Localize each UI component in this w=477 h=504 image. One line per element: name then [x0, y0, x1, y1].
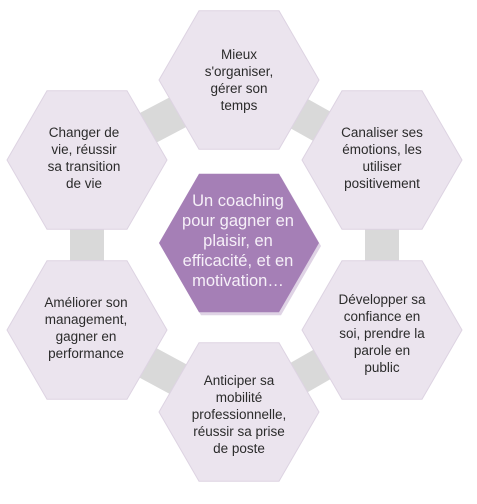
outer-hexagons: [6, 10, 463, 482]
label-text: Développer sa confiance en soi, prendre …: [338, 291, 425, 376]
outer-hexagon-mobilite: [158, 342, 320, 482]
label-line: confiance en: [343, 308, 421, 324]
label-text: Anticiper sa mobilité professionnelle, r…: [192, 372, 287, 457]
label-line: vie, réussir: [51, 142, 117, 157]
hex-label-organisation: Mieux s'organiser, gérer son temps: [181, 22, 297, 138]
label-line: mobilité: [215, 389, 263, 405]
label-line: sa transition: [47, 159, 121, 174]
label-text: Améliorer son management, gagner en perf…: [44, 294, 127, 362]
hex-label-mobilite: Anticiper sa mobilité professionnelle, r…: [175, 356, 303, 472]
label-line: Mieux: [220, 47, 257, 62]
outer-hexagon-management: [6, 260, 168, 400]
outer-hexagon-emotions: [301, 90, 463, 230]
hex-label-confiance: Développer sa confiance en soi, prendre …: [321, 268, 443, 398]
hex-label-management: Améliorer son management, gagner en perf…: [22, 270, 150, 386]
center-label-line: efficacité, et en: [182, 252, 294, 270]
label-line: performance: [48, 346, 124, 361]
outer-hexagon-transition: [6, 90, 168, 230]
label-line: émotions, les: [342, 142, 422, 157]
label-text: Canaliser ses émotions, les utiliser pos…: [341, 124, 423, 192]
label-line: public: [364, 359, 400, 375]
label-line: Canaliser ses: [341, 125, 423, 140]
center-label-line: plaisir, en: [203, 232, 273, 250]
label-text: Changer de vie, réussir sa transition de…: [48, 124, 121, 192]
label-line: de vie: [65, 176, 102, 191]
label-line: Changer de: [48, 125, 120, 140]
label-line: gérer son: [210, 81, 268, 96]
hex-label-emotions: Canaliser ses émotions, les utiliser pos…: [321, 100, 443, 216]
label-line: Améliorer son: [44, 295, 128, 310]
label-line: utiliser: [362, 159, 402, 174]
center-label-line: Un coaching: [192, 192, 284, 210]
label-line: parole en: [353, 342, 411, 358]
center-hex-label: Un coaching pour gagner en plaisir, en e…: [160, 178, 316, 304]
label-line: Anticiper sa: [203, 372, 275, 388]
label-line: gagner en: [55, 329, 117, 344]
outer-hexagon-organisation: [158, 10, 320, 150]
label-line: soi, prendre la: [339, 325, 425, 341]
label-line: s'organiser,: [204, 64, 274, 79]
center-hexagon: [159, 173, 319, 313]
outer-hexagon-confiance: [301, 260, 463, 400]
hex-label-transition: Changer de vie, réussir sa transition de…: [22, 100, 146, 216]
label-line: temps: [220, 98, 258, 113]
center-label-text: Un coaching pour gagner en plaisir, en e…: [182, 191, 294, 291]
label-text: Mieux s'organiser, gérer son temps: [205, 46, 274, 114]
label-line: management,: [44, 312, 128, 327]
label-line: réussir sa prise: [193, 423, 285, 439]
label-line: positivement: [344, 176, 420, 191]
label-line: Développer sa: [338, 291, 426, 307]
center-label-line: motivation…: [192, 272, 284, 290]
center-hexagon-group: [159, 173, 321, 316]
center-label-line: pour gagner en: [182, 212, 294, 230]
label-line: professionnelle,: [191, 406, 287, 422]
label-line: de poste: [213, 440, 265, 456]
